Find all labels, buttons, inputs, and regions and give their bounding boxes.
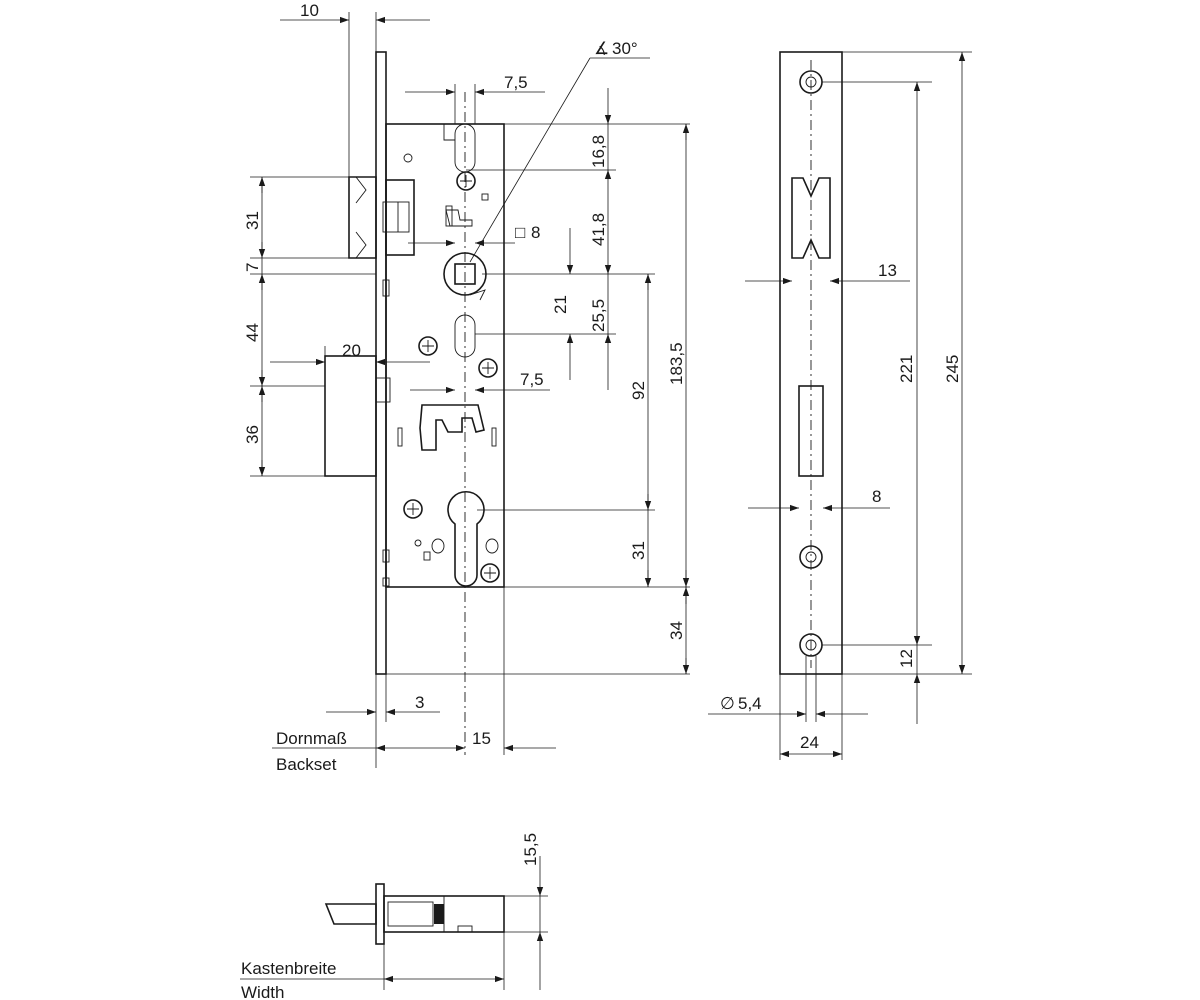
- lock-top-view: [240, 856, 548, 990]
- backset-label-en: Backset: [276, 755, 337, 774]
- diameter-symbol: ∅: [720, 694, 735, 713]
- dim-7: 7: [243, 263, 262, 272]
- screw-icon: [403, 499, 423, 519]
- backset-label-de: Dornmaß: [276, 729, 347, 748]
- screw-icon: [478, 358, 498, 378]
- dim-20: 20: [342, 341, 361, 360]
- dim-7-5-mid: 7,5: [520, 370, 544, 389]
- dim-21: 21: [551, 295, 570, 314]
- dim-15-5: 15,5: [521, 833, 540, 866]
- dim-12: 12: [897, 649, 916, 668]
- dim-36: 36: [243, 425, 262, 444]
- square-symbol: □: [515, 223, 525, 242]
- dim-30deg: 30°: [612, 39, 638, 58]
- dimension-labels: 10 7,5 ∡ 30° □ 8 16,8 41,8 21 25,5 183,5…: [241, 1, 962, 1000]
- dead-bolt: [324, 355, 391, 477]
- screw-hole-icon: [799, 545, 823, 569]
- screw-icon: [456, 171, 476, 191]
- dim-92: 92: [629, 381, 648, 400]
- dim-24: 24: [800, 733, 819, 752]
- dim-245: 245: [943, 355, 962, 383]
- dim-dia-5-4: 5,4: [738, 694, 762, 713]
- dim-44: 44: [243, 323, 262, 342]
- angle-symbol: ∡: [594, 39, 609, 58]
- dimension-lines: [258, 16, 690, 752]
- dim-13: 13: [878, 261, 897, 280]
- bolt-opening: [798, 385, 824, 477]
- dim-221: 221: [897, 355, 916, 383]
- dim-34: 34: [667, 621, 686, 640]
- small-lever: [445, 209, 473, 227]
- dim-183-5: 183,5: [667, 342, 686, 385]
- dim-3: 3: [415, 693, 424, 712]
- lock-case: [385, 123, 505, 588]
- dim-16-8: 16,8: [589, 135, 608, 168]
- cylinder-hole: [447, 490, 485, 587]
- faceplate-front: [779, 51, 843, 675]
- dim-25-5: 25,5: [589, 299, 608, 332]
- latch-bolt: [348, 176, 415, 259]
- width-label-de: Kastenbreite: [241, 959, 336, 978]
- dim-31-bottom: 31: [629, 541, 648, 560]
- screw-icon: [480, 563, 500, 583]
- dim-sq8: 8: [531, 223, 540, 242]
- dim-15: 15: [472, 729, 491, 748]
- dim-10: 10: [300, 1, 319, 20]
- faceplate: [375, 51, 387, 675]
- dim-8: 8: [872, 487, 881, 506]
- dim-41-8: 41,8: [589, 213, 608, 246]
- screw-icon: [418, 336, 438, 356]
- dim-31-top: 31: [243, 211, 262, 230]
- dim-7-5-top: 7,5: [504, 73, 528, 92]
- latch-opening: [791, 177, 831, 259]
- bolt-mechanism: [419, 404, 485, 451]
- mortise-lock-side-view: [324, 51, 505, 675]
- width-label-en: Width: [241, 983, 284, 1000]
- faceplate-front-view: [708, 51, 972, 760]
